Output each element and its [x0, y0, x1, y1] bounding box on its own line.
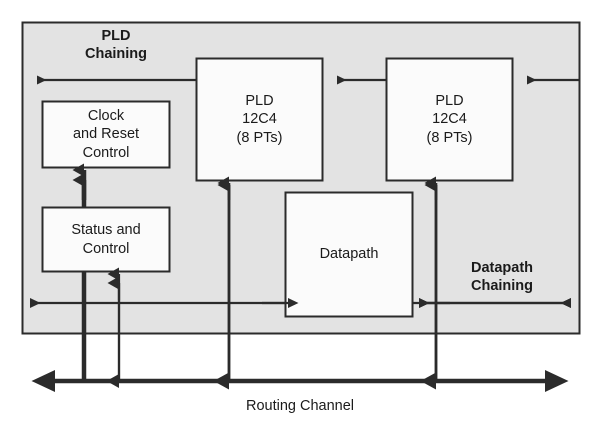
annotation-datapath-chaining: Datapath Chaining: [470, 260, 534, 294]
block-rect-clock-and-reset-control: [41, 100, 171, 169]
block-rect-pld-12c4-left: [195, 57, 324, 182]
block-rect-pld-12c4-right: [385, 57, 514, 182]
block-rect-status-and-control: [41, 206, 171, 273]
block-rect-datapath: [284, 191, 414, 318]
routing-channel-label: Routing Channel: [245, 398, 355, 414]
annotation-pld-chaining: PLD Chaining: [84, 28, 148, 62]
block-rects: [41, 57, 514, 318]
